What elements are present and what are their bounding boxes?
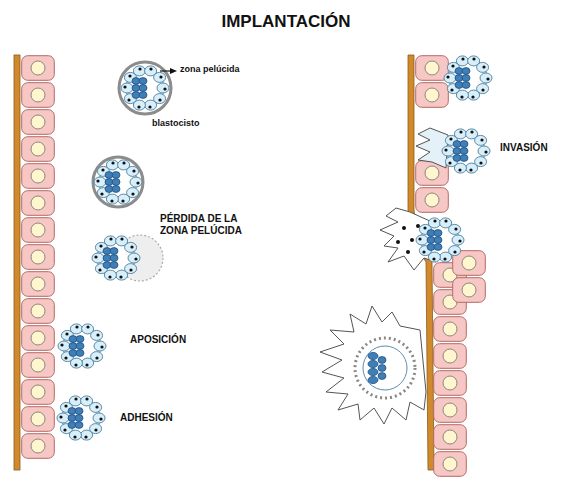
stage-label: PÉRDIDA DE LA ZONA PELÚCIDA — [160, 213, 264, 237]
blastocoel — [363, 346, 407, 390]
adhering-blastocyst — [444, 56, 492, 100]
hatching-blastocyst — [92, 236, 140, 280]
inner-cell-mass — [368, 352, 386, 383]
stage-label: ADHESIÓN — [120, 412, 173, 424]
leader-arrowhead — [170, 68, 177, 74]
stage-label: APOSICIÓN — [130, 334, 186, 346]
cytotrophoblast-ring — [355, 338, 415, 398]
invading-blastocyst — [442, 129, 490, 173]
syncytiotrophoblast — [320, 306, 426, 424]
stage-label: INVASIÓN — [500, 142, 548, 154]
adhering-blastocyst — [57, 396, 105, 440]
implanting-blastocyst — [416, 218, 464, 262]
epithelial-cells — [416, 56, 486, 477]
part-label: blastocisto — [152, 118, 200, 129]
part-label: zona pelúcida — [180, 64, 240, 75]
blastocyst-with-zona — [93, 157, 143, 207]
apposed-blastocyst — [58, 324, 106, 368]
diagram-title: IMPLANTACIÓN — [186, 12, 386, 32]
epithelial-cells — [22, 56, 55, 459]
blastocyst-with-zona — [119, 62, 171, 114]
basement-membrane — [14, 55, 20, 470]
